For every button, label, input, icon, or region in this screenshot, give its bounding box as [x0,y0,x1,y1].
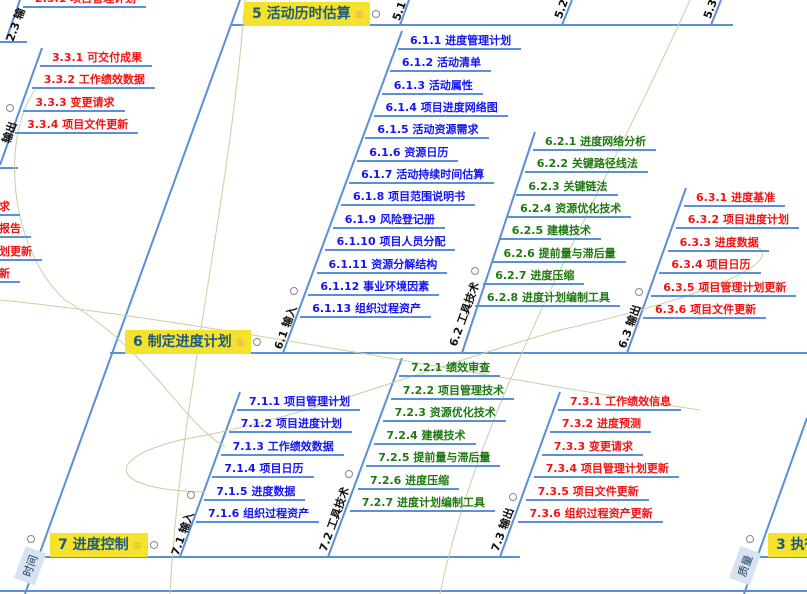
spine-5-3 [710,0,722,26]
topic-item[interactable]: 6.1.13 组织过程资产 [300,301,431,319]
topic-item[interactable]: 6.3.3 进度数据 [667,235,769,252]
topic-label: 5 活动历时估算 [252,6,351,22]
topic-item[interactable]: 6.3.2 项目进度计划 [675,212,799,230]
collapse-toggle[interactable] [150,541,158,549]
topic-activity-duration-estimate[interactable]: 5 活动历时估算≡ [244,2,370,26]
topic-item[interactable]: 7.1.5 进度数据 [204,484,306,501]
topic-item[interactable]: 6.2.2 关键路径线法 [524,156,648,174]
topic-item[interactable]: 3.3.1 可交付成果 [40,50,153,67]
collapse-toggle[interactable] [345,470,353,478]
topic-item[interactable]: 6.2.7 进度压缩 [483,268,585,285]
collapse-toggle[interactable] [746,535,754,543]
spine-6-1 [282,30,403,354]
spine-6-3 [626,187,687,354]
topic-item[interactable]: 6.2.3 关键链法 [516,179,618,196]
topic-label: 6 制定进度计划 [133,334,232,350]
topic-item[interactable]: 效报告 [0,221,31,239]
topic-item[interactable]: 6.1.11 资源分解结构 [316,257,448,274]
topic-item[interactable]: 7.3.2 进度预测 [549,416,652,434]
topic-develop-schedule[interactable]: 6 制定进度计划≡ [125,330,251,354]
topic-item[interactable]: 6.1.10 项目人员分配 [324,234,456,252]
topic-item[interactable]: 7.3.3 变更请求 [541,439,643,456]
topic-execute[interactable]: 3 执行 [768,533,807,557]
topic-item[interactable]: 6.1.2 活动清单 [389,55,491,73]
topic-item[interactable]: 6.3.4 项目日历 [659,257,761,275]
topic-item[interactable]: 6.2.1 进度网络分析 [533,134,657,151]
topic-item[interactable]: 6.1.1 进度管理计划 [398,33,522,50]
topic-item[interactable]: 6.1.3 活动属性 [381,78,483,95]
topic-item[interactable]: 更新 [0,266,20,283]
main-spine [24,0,241,594]
spine-3-3 [0,47,43,166]
collapse-toggle[interactable] [372,10,380,18]
topic-item[interactable]: 6.2.4 资源优化技术 [508,201,632,218]
topic-label: 7 进度控制 [58,537,129,553]
topic-item[interactable]: 3.3.3 变更请求 [23,95,125,112]
topic-item[interactable]: 6.1.5 活动资源需求 [365,122,489,140]
topic-item[interactable]: 7.1.3 工作绩效数据 [220,439,344,456]
topic-item[interactable]: 6.1.4 项目进度网络图 [373,100,508,118]
collapse-toggle[interactable] [6,104,14,112]
topic-item[interactable]: 7.2.3 资源优化技术 [382,405,506,422]
topic-item[interactable]: 7.1.6 组织过程资产 [196,506,320,523]
topic-item[interactable]: 2.3.1 项目管理计划 [23,0,147,8]
notes-icon[interactable]: ≡ [354,8,364,21]
collapse-toggle[interactable] [253,338,261,346]
topic-item[interactable]: 6.3.6 项目文件更新 [643,302,767,319]
topic-item[interactable]: 6.1.6 资源日历 [357,145,459,162]
topic-item[interactable]: 6.3.1 进度基准 [684,190,786,207]
topic-control-schedule[interactable]: 7 进度控制≡ [50,533,148,557]
collapse-toggle[interactable] [187,491,195,499]
topic-item[interactable]: 6.3.5 项目管理计划更新 [651,280,797,297]
topic-item[interactable]: 3.3.2 工作绩效数据 [31,72,155,90]
collapse-toggle[interactable] [471,267,479,275]
topic-item[interactable]: 7.3.1 工作绩效信息 [558,394,682,411]
topic-item[interactable]: 7.3.5 项目文件更新 [525,484,649,501]
topic-item[interactable]: 6.2.6 提前量与滞后量 [491,246,626,263]
spine-7-1 [179,391,241,558]
spine-6-2 [461,131,536,354]
topic-item[interactable]: 计划更新 [0,244,42,261]
topic-item[interactable]: 7.2.2 项目管理技术 [390,383,514,400]
topic-item[interactable]: 7.1.4 项目日历 [212,461,314,479]
topic-item[interactable]: 7.2.5 提前量与滞后量 [366,450,501,467]
topic-label: 3 执行 [776,537,807,553]
notes-icon[interactable]: ≡ [235,336,245,349]
topic-item[interactable]: 7.1.2 项目进度计划 [228,416,352,434]
collapse-toggle[interactable] [509,493,517,501]
topic-item[interactable]: 7.2.1 绩效审查 [399,360,501,377]
topic-item[interactable]: 7.3.6 组织过程资产更新 [517,506,663,523]
topic-item[interactable]: 7.2.4 建模技术 [374,428,476,445]
topic-item[interactable]: 3.3.4 项目文件更新 [15,117,139,134]
topic-item[interactable]: 6.1.7 活动持续时间估算 [349,167,495,185]
spine-2-3 [5,0,21,41]
spine-7-2 [327,357,403,558]
collapse-toggle[interactable] [290,287,298,295]
notes-icon[interactable]: ≡ [132,539,142,552]
topic-item[interactable]: 7.2.7 进度计划编制工具 [349,495,495,512]
spine-7-3 [499,391,561,558]
topic-item[interactable]: 6.1.9 风险登记册 [332,212,445,229]
topic-item[interactable]: 7.3.4 项目管理计划更新 [533,461,679,479]
topic-item[interactable]: 7.1.1 项目管理计划 [237,394,361,411]
topic-item[interactable]: 7.2.6 进度压缩 [358,473,460,490]
topic-item[interactable]: 6.2.5 建模技术 [499,223,601,241]
collapse-toggle[interactable] [27,535,35,543]
spine-5-1 [399,0,410,26]
topic-item[interactable]: 6.1.12 事业环境因素 [308,279,440,296]
topic-item[interactable]: 请求 [0,199,20,216]
spine-5-2 [561,0,573,26]
topic-item[interactable]: 6.2.8 进度计划编制工具 [474,290,621,308]
collapse-toggle[interactable] [635,288,643,296]
topic-item[interactable]: 6.1.8 项目范围说明书 [340,189,476,207]
